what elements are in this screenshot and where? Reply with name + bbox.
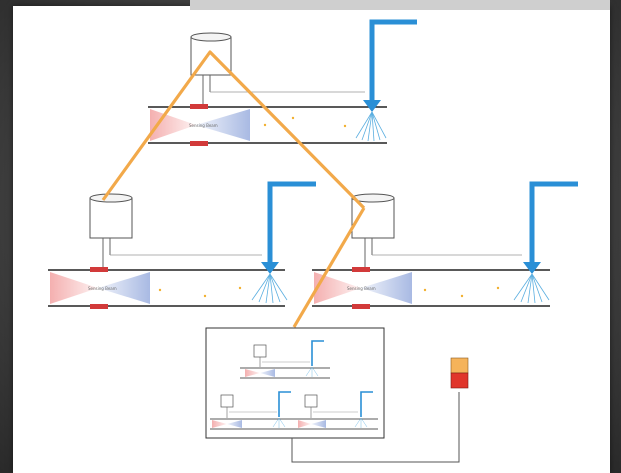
sensor-label: Sensing Beam (88, 286, 117, 291)
water-pipe-icon (360, 391, 373, 417)
water-pipe-icon (261, 181, 316, 274)
tank-icon (253, 344, 267, 358)
water-pipe-icon (311, 340, 324, 366)
mini-unit-bottom-left (210, 391, 296, 430)
mini-unit-top (240, 340, 330, 379)
pipe-section: Sensing Beam (48, 267, 285, 309)
beam-blue (196, 109, 250, 141)
tank-icon (190, 32, 365, 104)
tank-icon (89, 193, 262, 267)
title-strip (190, 0, 610, 10)
unit-left: Sensing Beam (48, 181, 316, 309)
water-pipe-icon (278, 391, 291, 417)
water-pipe-icon (523, 181, 578, 274)
sensor-clamp-icon (190, 141, 208, 146)
spray-nozzle-icon (305, 366, 319, 377)
overview-box (205, 327, 385, 439)
sensor-clamp-icon (90, 267, 108, 272)
spray-nozzle-icon (513, 273, 550, 304)
spray-nozzle-icon (272, 417, 286, 428)
sensor-clamp-icon (190, 104, 208, 109)
sensor-label: Sensing Beam (189, 123, 218, 128)
sensor-label: Sensing Beam (347, 286, 376, 291)
indicator-light-icon (450, 357, 469, 389)
tank-icon (351, 193, 522, 267)
spray-nozzle-icon (354, 417, 368, 428)
mini-unit-bottom-right (296, 391, 378, 430)
spray-nozzle-icon (251, 273, 288, 304)
sensor-clamp-icon (352, 304, 370, 309)
sensor-clamp-icon (90, 304, 108, 309)
link-lines (101, 50, 366, 328)
signal-wire (291, 392, 460, 463)
tank-icon (304, 394, 318, 408)
spray-nozzle-icon (355, 111, 387, 142)
unit-top: Sensing Beam (148, 19, 417, 146)
tank-icon (220, 394, 234, 408)
unit-right: Sensing Beam (312, 181, 578, 309)
sensor-clamp-icon (352, 267, 370, 272)
water-pipe-icon (363, 19, 417, 112)
pipe-section: Sensing Beam (312, 267, 550, 309)
